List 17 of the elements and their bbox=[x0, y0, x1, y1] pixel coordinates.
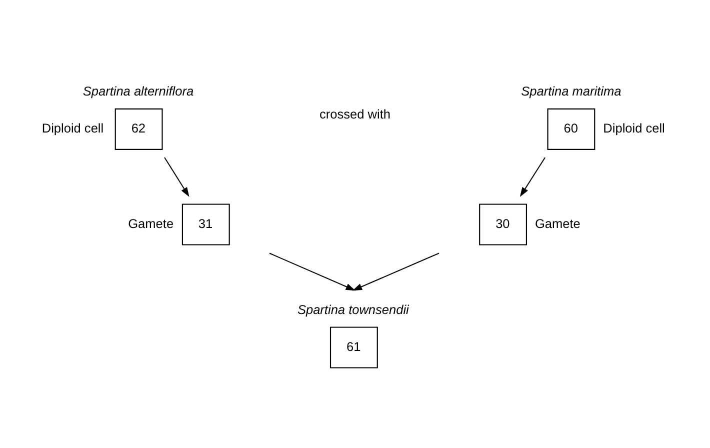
node-label: Diploid cell bbox=[42, 120, 104, 135]
node-box: 30 bbox=[479, 203, 527, 245]
node-label: Gamete bbox=[128, 215, 174, 230]
node-label: Diploid cell bbox=[603, 120, 665, 135]
node-label: Spartina townsendii bbox=[297, 302, 409, 317]
arrow bbox=[352, 252, 440, 290]
node-box: 62 bbox=[114, 108, 163, 150]
node-label: Spartina alterniflora bbox=[82, 83, 194, 98]
label: crossed with bbox=[320, 106, 390, 122]
arrow bbox=[164, 156, 190, 196]
node-label: Gamete bbox=[534, 215, 580, 230]
node-box: 31 bbox=[182, 203, 230, 245]
node-box: 61 bbox=[330, 326, 378, 368]
node-label: Spartina maritima bbox=[521, 83, 622, 98]
node-box: 60 bbox=[547, 108, 596, 150]
arrow bbox=[269, 252, 356, 290]
arrow bbox=[520, 156, 546, 196]
